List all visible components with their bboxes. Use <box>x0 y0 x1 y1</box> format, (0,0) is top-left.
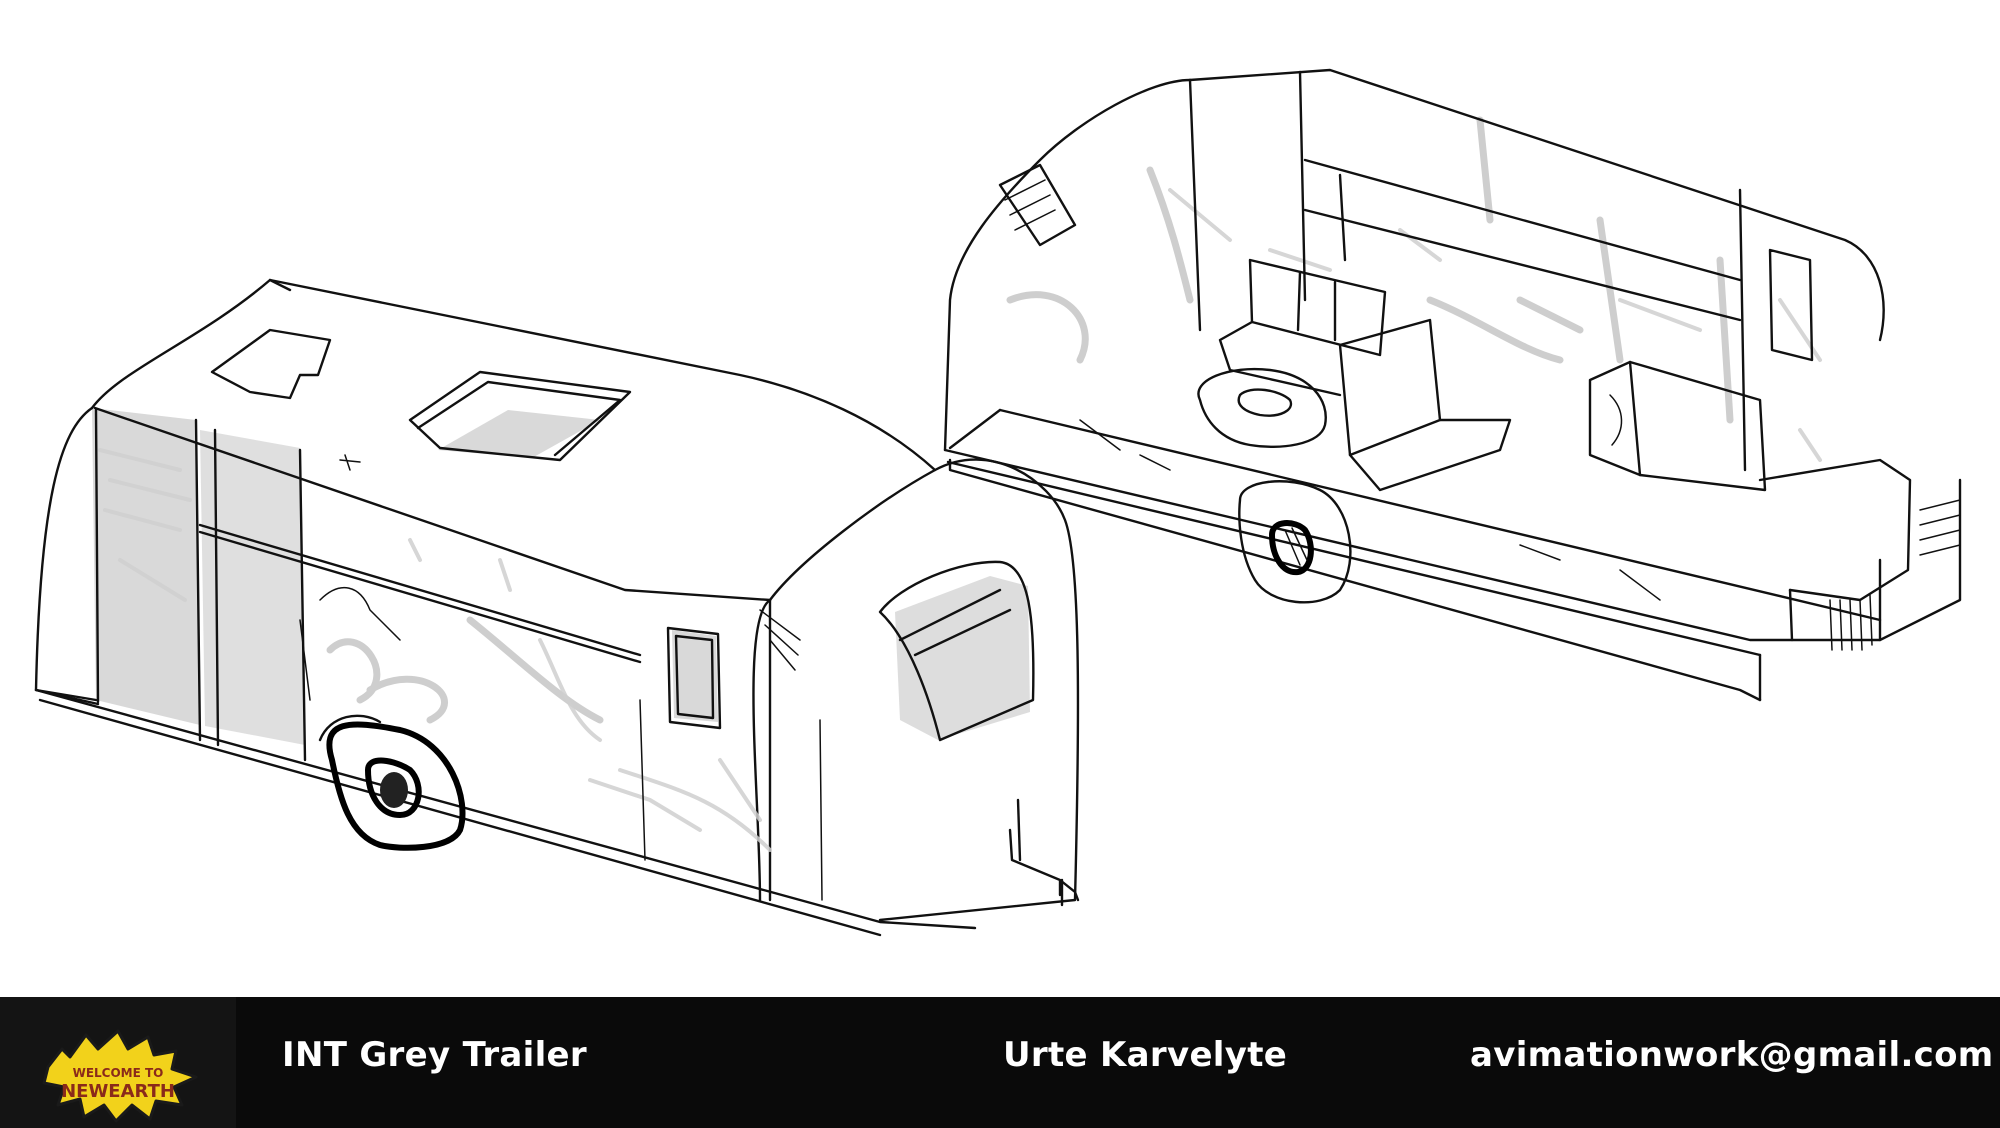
logo-text-newearth: NEWEARTH <box>61 1081 175 1102</box>
cutaway-interior-trailer-sketch <box>943 68 1962 702</box>
artist-email: avimationwork@gmail.com <box>1470 1035 1994 1075</box>
welcome-to-newearth-logo-icon: WELCOME TO NEWEARTH <box>42 1029 198 1123</box>
credits-footer: WELCOME TO NEWEARTH INT Grey Trailer Urt… <box>0 997 2000 1128</box>
logo-panel: WELCOME TO NEWEARTH <box>0 997 236 1128</box>
sheet-title: INT Grey Trailer <box>282 1035 587 1075</box>
artist-name: Urte Karvelyte <box>1003 1035 1288 1075</box>
logo-text-welcome: WELCOME TO <box>73 1066 164 1080</box>
sketch-artwork: .ink { fill: none; stroke: #111; stroke-… <box>34 68 1962 937</box>
exterior-trailer-sketch <box>34 278 1080 937</box>
